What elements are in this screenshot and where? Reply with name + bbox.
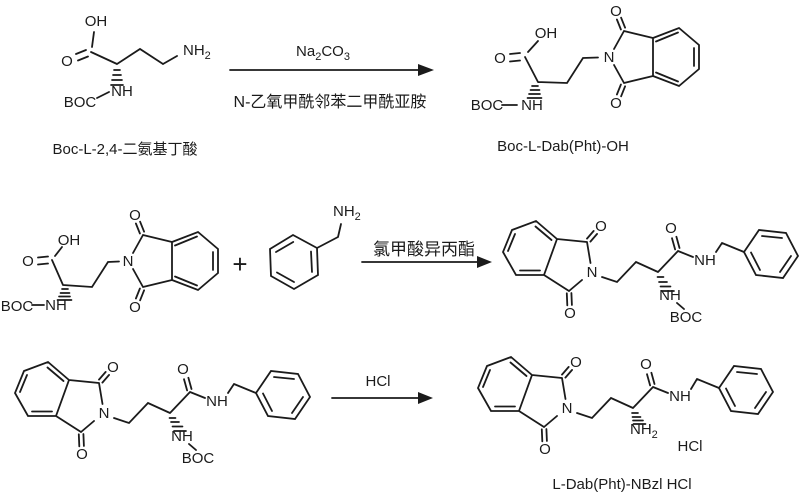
arrow-step1: Na2CO3 N-乙氧甲酰邻苯二甲酰亚胺 [229, 43, 434, 111]
arrow-step2: 氯甲酸异丙酯 [361, 240, 492, 268]
o-bottom-label: O [564, 305, 576, 322]
nh2-main: NH [333, 203, 355, 220]
stereo-hash-bond [56, 288, 73, 301]
n-label: N [99, 405, 110, 422]
arrow-head [477, 256, 492, 268]
benzyl-ring-bonds [717, 365, 775, 415]
compound-name-start: Boc-L-2,4-二氨基丁酸 [52, 141, 197, 158]
o-top-label: O [129, 207, 141, 224]
o-label: O [22, 253, 34, 270]
molecule-benzylamine: NH2 [269, 203, 361, 291]
o-bottom-label: O [76, 446, 88, 463]
ring-bonds [269, 233, 319, 291]
nh-amide-label: NH [669, 388, 691, 405]
nh2-label: NH2 [333, 203, 361, 223]
nh2-label: NH2 [630, 421, 658, 441]
bonds [31, 246, 120, 306]
bonds [501, 40, 599, 106]
n-label: N [587, 264, 598, 281]
arrow-head [418, 392, 433, 404]
reagent-n-carbethoxyphthalimide: N-乙氧甲酰邻苯二甲酰亚胺 [234, 93, 427, 111]
nh2-main: NH [630, 421, 652, 438]
o-bottom-label: O [610, 95, 622, 112]
stereo-hash-bond [110, 69, 124, 86]
o-bottom-label: O [129, 299, 141, 316]
nh-label: NH [521, 97, 543, 114]
stereo-hash-bond [526, 85, 543, 99]
o-label: O [61, 53, 73, 70]
bonds [316, 223, 342, 249]
nh-label: NH [659, 287, 681, 304]
benzyl-ring-bonds [742, 229, 800, 279]
nh-amide-label: NH [206, 393, 228, 410]
o-top-label: O [570, 354, 582, 371]
molecule-boc-dab-pht-nbzl-2: N O O O NH NH BOC [14, 359, 312, 467]
o-top-label: O [107, 359, 119, 376]
oh-label: OH [535, 25, 558, 42]
nh2-label: NH2 [183, 42, 211, 62]
o-bottom-label: O [539, 441, 551, 458]
molecule-boc-dab-pht-oh: OH O N O O NH BOC Boc-L-Dab(Pht)-OH [471, 3, 700, 155]
o-top-label: O [610, 3, 622, 20]
oh-label: OH [58, 232, 81, 249]
o-amide-label: O [177, 361, 189, 378]
o-label: O [494, 50, 506, 67]
stereo-hash-bond [656, 276, 675, 292]
arrow-step3: HCl [331, 373, 433, 404]
co: CO [321, 43, 344, 60]
nh2-main: NH [183, 42, 205, 59]
reagent-na2co3: Na2CO3 [296, 43, 350, 63]
o-amide-label: O [640, 356, 652, 373]
stereo-hash-bond [168, 417, 187, 432]
bonds [576, 371, 720, 420]
boc-label: BOC [1, 298, 34, 315]
bonds [113, 376, 257, 451]
boc-label: BOC [471, 97, 504, 114]
nh2-sub: 2 [652, 429, 658, 441]
stereo-hash-bond [631, 412, 647, 425]
boc-label: BOC [670, 309, 703, 326]
nh-label: NH [45, 297, 67, 314]
bonds [75, 31, 178, 99]
o-top-label: O [595, 218, 607, 235]
nh-label: NH [171, 428, 193, 445]
bonds [601, 235, 745, 310]
arrow-head [418, 64, 434, 76]
molecule-boc-dab-pht-oh-2: OH O N O O NH BOC [1, 207, 219, 316]
o-amide-label: O [665, 220, 677, 237]
plus-sign: + [232, 249, 247, 279]
molecule-dab-pht-nbzl-hcl: N O O O NH NH2 HCl L-Dab(Pht)-NBzl HCl [477, 354, 775, 493]
molecule-boc-dab-acid: OH O NH2 NH BOC Boc-L-2,4-二氨基丁酸 [52, 13, 210, 158]
na-sub: 2 [315, 51, 321, 63]
hcl-salt-label: HCl [678, 438, 703, 455]
compound-name-final-product: L-Dab(Pht)-NBzl HCl [552, 476, 691, 493]
reagent-isopropyl-chloroformate: 氯甲酸异丙酯 [373, 240, 475, 259]
nh-label: NH [111, 83, 133, 100]
boc-label: BOC [182, 450, 215, 467]
reagent-hcl: HCl [366, 373, 391, 390]
benzyl-ring-bonds [254, 370, 312, 420]
na: Na [296, 43, 316, 60]
co-sub: 3 [344, 51, 350, 63]
compound-name-step1-product: Boc-L-Dab(Pht)-OH [497, 138, 629, 155]
molecule-boc-dab-pht-nbzl: N O O O NH NH BOC [502, 218, 800, 326]
nh2-sub: 2 [205, 50, 211, 62]
oh-label: OH [85, 13, 108, 30]
nh2-sub: 2 [355, 211, 361, 223]
nh-amide-label: NH [694, 252, 716, 269]
boc-label: BOC [64, 94, 97, 111]
n-label: N [604, 49, 615, 66]
n-label: N [123, 253, 134, 270]
n-label: N [562, 400, 573, 417]
